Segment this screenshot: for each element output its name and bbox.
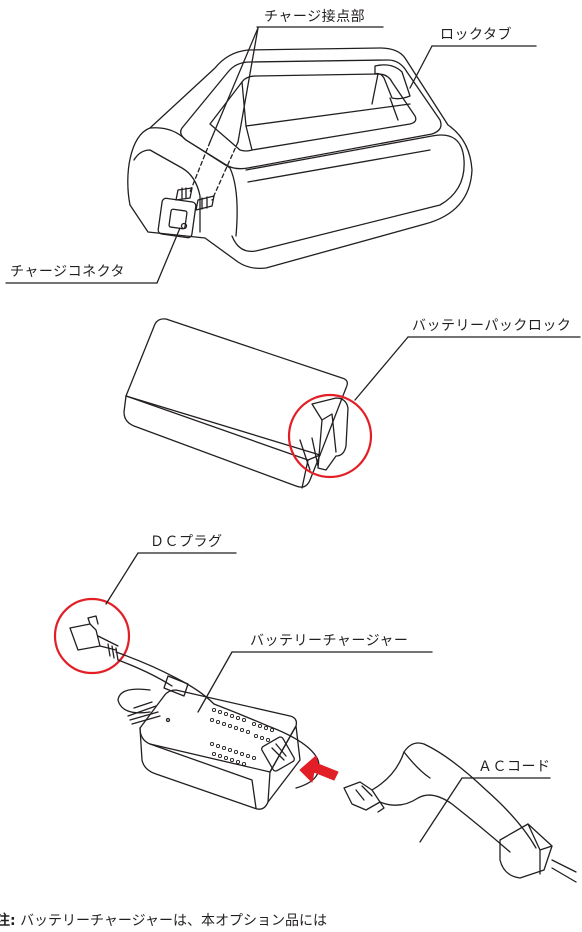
- charger-leaders: [105, 552, 551, 843]
- label-dc-plug: ＤＣプラグ: [150, 534, 223, 550]
- charger-vents: [209, 707, 275, 767]
- footnote: 注: バッテリーチャージャーは、本オプション品には: [0, 910, 327, 930]
- dc-plug: [69, 615, 119, 661]
- battery-charger: [127, 689, 301, 810]
- label-battery-charger: バッテリーチャージャー: [250, 633, 409, 649]
- label-lock-tab: ロックタブ: [440, 27, 512, 43]
- battery-pack: [123, 318, 349, 489]
- label-charge-connector: チャージコネクタ: [10, 264, 126, 280]
- insert-arrow: [299, 755, 339, 783]
- label-battery-pack-lock: バッテリーパックロック: [412, 318, 572, 334]
- footnote-text: バッテリーチャージャーは、本オプション品には: [20, 913, 327, 929]
- dc-plug-highlight: [53, 597, 131, 675]
- cradle-leaders: [5, 26, 537, 284]
- battery-leaders: [354, 336, 581, 401]
- charging-cradle: [127, 47, 473, 270]
- label-ac-cord: ＡＣコード: [478, 759, 551, 775]
- label-charge-contacts: チャージ接点部: [264, 9, 366, 25]
- ac-cord: [343, 742, 577, 883]
- footnote-prefix: 注:: [0, 913, 16, 929]
- battery-lock-highlight: [287, 393, 373, 479]
- dc-cable: [115, 651, 320, 789]
